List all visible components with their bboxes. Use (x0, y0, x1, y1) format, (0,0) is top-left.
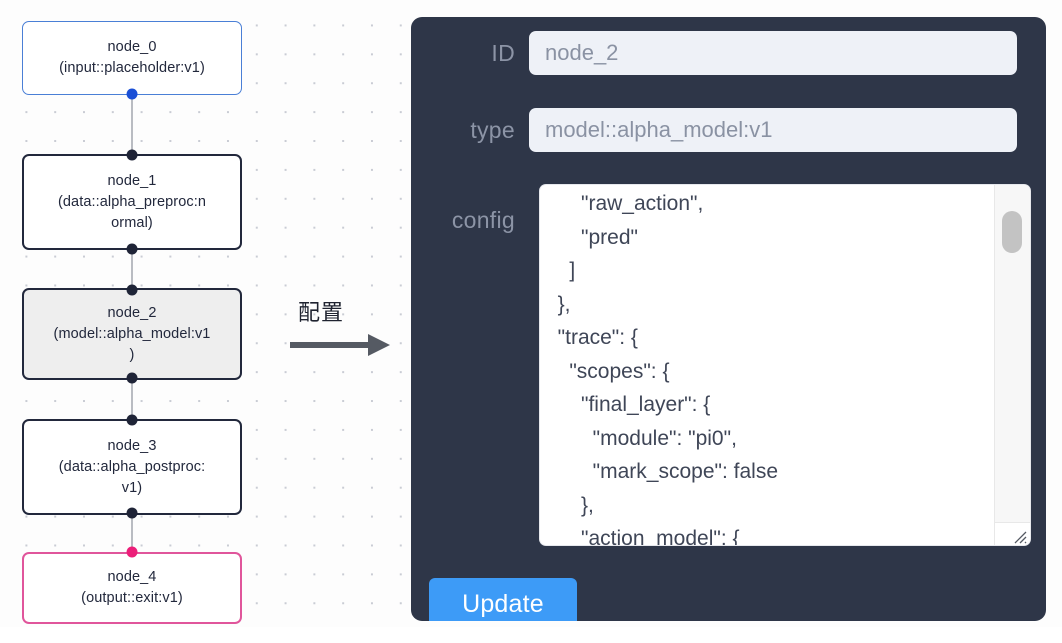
config-textarea-container (540, 185, 1030, 545)
node-label: node_2 (model::alpha_model:v1 ) (53, 304, 211, 363)
edge-node2-node3 (131, 378, 133, 421)
edge-node0-node1 (131, 94, 133, 156)
graph-node-node_3[interactable]: node_3 (data::alpha_postproc: v1) (22, 419, 242, 515)
type-field-label: type (470, 116, 515, 143)
config-textarea-resize-handle[interactable] (994, 522, 1030, 545)
node-label: node_1 (data::alpha_preproc:n ormal) (57, 172, 207, 231)
graph-node-node_1[interactable]: node_1 (data::alpha_preproc:n ormal) (22, 154, 242, 250)
port-node_3-output[interactable] (126, 507, 138, 519)
config-textarea-scrollbar[interactable] (994, 185, 1030, 523)
node-label: node_4 (output::exit:v1) (81, 569, 183, 606)
edge-node1-node2 (131, 249, 133, 291)
port-node_0-output[interactable] (126, 88, 138, 100)
type-input[interactable] (529, 108, 1017, 152)
port-node_1-output[interactable] (126, 243, 138, 255)
node-label: node_0 (input::placeholder:v1) (59, 39, 205, 76)
graph-node-node_0[interactable]: node_0 (input::placeholder:v1) (22, 21, 242, 95)
id-input[interactable] (529, 31, 1017, 75)
port-node_2-output[interactable] (126, 372, 138, 384)
config-textarea[interactable] (540, 185, 995, 545)
config-textarea-scroll-thumb[interactable] (1002, 211, 1022, 253)
port-node_1-input[interactable] (126, 149, 138, 161)
node-label: node_3 (data::alpha_postproc: v1) (58, 437, 206, 496)
annotation-label: 配置 (298, 301, 345, 326)
port-node_2-input[interactable] (126, 284, 138, 296)
graph-node-node_2[interactable]: node_2 (model::alpha_model:v1 ) (22, 288, 242, 380)
config-annotation: 配置 (288, 295, 406, 365)
update-button[interactable]: Update (429, 578, 577, 621)
config-field-label: config (451, 207, 515, 233)
canvas-bottom-edge (0, 627, 1062, 643)
graph-node-node_4[interactable]: node_4 (output::exit:v1) (22, 552, 242, 624)
port-node_4-input[interactable] (126, 546, 138, 558)
arrow-right-icon (290, 334, 390, 356)
id-field-label: ID (491, 39, 515, 66)
port-node_3-input[interactable] (126, 414, 138, 426)
edge-node3-node4 (131, 513, 133, 553)
node-config-panel: ID type config Update (411, 17, 1046, 621)
field-row-id: ID (411, 31, 1046, 75)
field-row-type: type (411, 108, 1046, 152)
